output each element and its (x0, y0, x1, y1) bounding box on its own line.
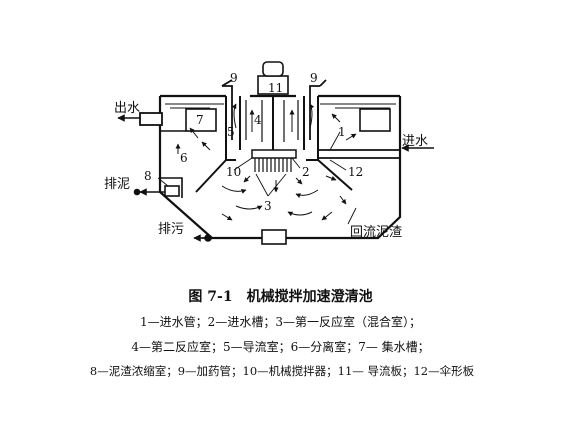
label-9-left: 9 (230, 71, 238, 85)
flow-arrows (175, 103, 357, 221)
left-collecting-trough (185, 108, 217, 132)
label-3: 3 (264, 199, 272, 213)
reaction-chamber (195, 96, 353, 193)
label-5: 5 (227, 125, 235, 139)
label-10: 10 (226, 165, 241, 179)
sludge-concentrator (133, 177, 183, 198)
agitator-drive (250, 61, 296, 150)
outlet-label: 出水 (114, 101, 140, 116)
outlet-pipe (117, 112, 163, 126)
sludge-drain-label: 排泥 (104, 177, 130, 192)
return-sludge-label: 回流泥渣 (350, 225, 402, 240)
label-8: 8 (144, 169, 152, 183)
collecting-troughs (160, 108, 391, 132)
figure-title: 图 7-1 机械搅拌加速澄清池 (188, 289, 373, 305)
legend-line-2: 4—第二反应室；5—导流室；6—分离室；7— 集水槽； (131, 340, 430, 354)
part-numbers: 1 2 3 4 5 6 7 8 9 9 10 11 12 (144, 71, 363, 213)
legend-line-3: 8—泥渣浓缩室；9—加药管；10—机械搅拌器；11— 导流板；12—伞形板 (89, 364, 475, 378)
flow-labels: 出水 进水 排泥 排污 回流泥渣 (104, 101, 428, 240)
waste-drain (193, 229, 287, 245)
inlet-label: 进水 (402, 134, 428, 149)
legend-line-1: 1—进水管；2—进水槽；3—第一反应室（混合室）； (140, 315, 421, 329)
label-1: 1 (338, 125, 346, 139)
label-12: 12 (348, 165, 363, 179)
umbrella-plate (195, 159, 353, 193)
outer-tank-wall (158, 96, 402, 240)
label-4: 4 (254, 113, 262, 127)
mechanical-agitator (251, 149, 297, 172)
inlet-pipe (318, 144, 434, 159)
guide-plates (245, 100, 299, 142)
label-2: 2 (302, 165, 310, 179)
dosing-pipe-right (309, 85, 320, 140)
tank-walls (158, 94, 402, 240)
label-6: 6 (180, 151, 188, 165)
leader-lines (157, 131, 357, 225)
waste-drain-label: 排污 (158, 222, 184, 237)
label-11: 11 (268, 81, 283, 95)
water-surfaces (165, 103, 396, 109)
label-7: 7 (196, 113, 204, 127)
right-collecting-trough (359, 108, 391, 132)
dosing-pipe-left (222, 85, 233, 140)
dosing-pipes (221, 79, 327, 140)
label-9-right: 9 (310, 71, 318, 85)
second-reaction-chamber-wall-right (306, 96, 319, 161)
